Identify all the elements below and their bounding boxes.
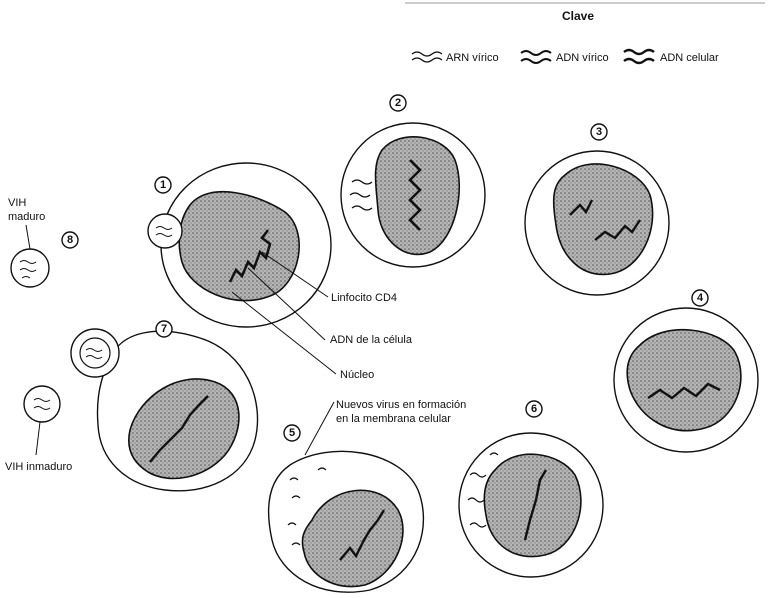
virus-mature — [11, 225, 49, 287]
cell-step-3 — [525, 151, 669, 295]
virus-binding — [148, 214, 182, 248]
label-nuevos-virus-1: Nuevos virus en formación — [336, 399, 466, 411]
label-vih-maduro-1: VIH — [8, 197, 26, 209]
svg-text:8: 8 — [67, 234, 73, 246]
step-number-8: 8 — [62, 232, 78, 248]
label-vih-inmaduro: VIH inmaduro — [5, 461, 72, 473]
cell-step-1 — [148, 163, 331, 327]
label-adn-celula: ADN de la célula — [330, 334, 413, 346]
budding-virus — [71, 329, 119, 377]
step-number-3: 3 — [591, 124, 607, 140]
svg-text:3: 3 — [596, 126, 602, 138]
key-item-adn-virico: ADN vírico — [556, 52, 609, 64]
key-title: Clave — [562, 9, 594, 23]
single-strand-rna-icon — [412, 52, 442, 62]
label-nuevos-virus-2: en la membrana celular — [336, 413, 451, 425]
step-number-1: 1 — [155, 177, 171, 193]
svg-text:2: 2 — [395, 97, 401, 109]
nucleus — [484, 454, 581, 556]
virus-immature — [24, 386, 60, 455]
label-linfocito-cd4: Linfocito CD4 — [331, 292, 397, 304]
cell-step-6 — [459, 433, 603, 577]
step-number-4: 4 — [692, 290, 708, 306]
svg-text:1: 1 — [160, 179, 166, 191]
key-legend: Clave ARN vírico ADN vírico ADN celular — [405, 3, 765, 64]
key-item-adn-celular: ADN celular — [660, 52, 719, 64]
nucleus — [554, 164, 653, 274]
cell-step-4 — [614, 308, 758, 452]
step-number-2: 2 — [390, 95, 406, 111]
cell-step-5 — [269, 451, 424, 592]
svg-text:6: 6 — [531, 403, 537, 415]
double-strand-dna-icon — [521, 51, 551, 63]
step-number-6: 6 — [526, 401, 542, 417]
svg-text:7: 7 — [161, 323, 167, 335]
double-strand-dna-icon — [624, 50, 654, 63]
step-number-5: 5 — [284, 425, 300, 441]
label-vih-maduro-2: maduro — [8, 211, 45, 223]
svg-text:4: 4 — [697, 292, 704, 304]
nucleus — [376, 137, 460, 255]
cell-step-2 — [341, 123, 485, 267]
svg-text:5: 5 — [289, 427, 295, 439]
step-number-7: 7 — [156, 321, 172, 337]
label-nucleo: Núcleo — [340, 369, 374, 381]
cell-step-7 — [71, 329, 258, 491]
key-item-arn-virico: ARN vírico — [446, 52, 499, 64]
